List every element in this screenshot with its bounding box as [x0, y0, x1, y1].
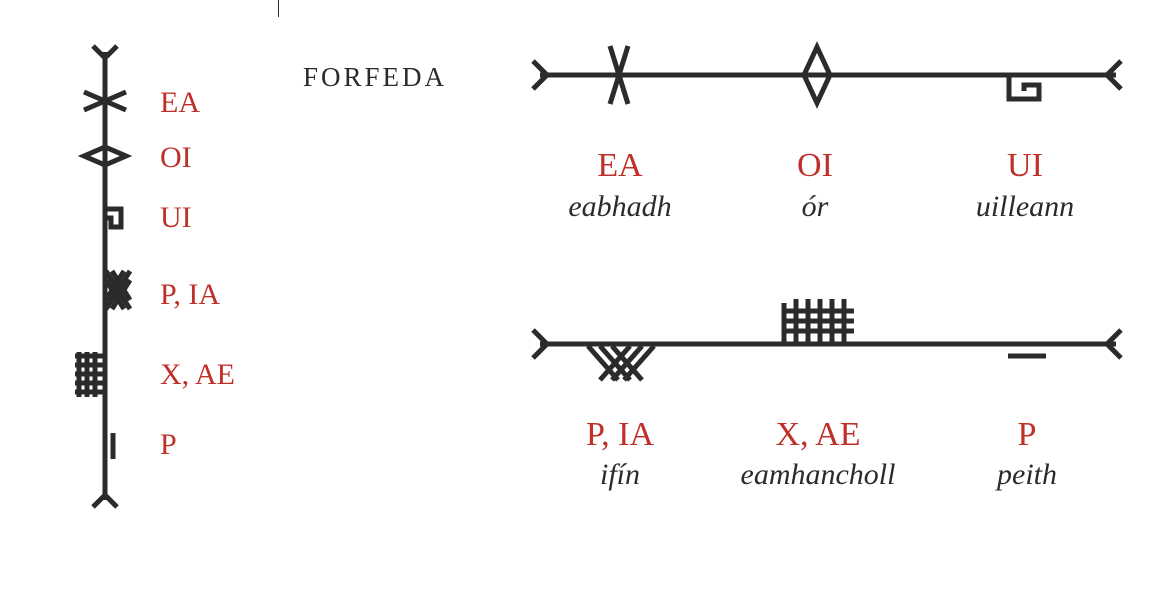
- vertical-glyph-oi-icon: [77, 144, 133, 168]
- vertical-label-p: P: [160, 428, 177, 461]
- stem-bottom-feather-icon: [91, 491, 119, 509]
- row2-glyph-x-ae-icon: [781, 299, 854, 342]
- vertical-label-p-ia: P, IA: [160, 278, 221, 311]
- vertical-label-oi: OI: [160, 141, 192, 174]
- row1-name-eabhadh: eabhadh: [568, 190, 672, 223]
- row2-name-peith: peith: [997, 458, 1057, 491]
- row1-letter-ea: EA: [597, 147, 643, 184]
- row2-glyph-p-ia-icon: [586, 344, 656, 382]
- vertical-glyph-ea-icon: [83, 89, 127, 113]
- row2-left-feather-icon: [531, 328, 551, 360]
- row1-glyph-oi-icon: [801, 41, 833, 109]
- top-divider-tick: [278, 0, 279, 17]
- row1-left-feather-icon: [531, 59, 551, 91]
- vertical-label-ui: UI: [160, 201, 192, 234]
- row1-letter-oi: OI: [797, 147, 833, 184]
- vertical-label-x-ae: X, AE: [160, 358, 235, 391]
- page-title: FORFEDA: [303, 62, 448, 92]
- row2-letter-x-ae: X, AE: [775, 416, 861, 453]
- vertical-glyph-p-ia-icon: [103, 269, 133, 311]
- row2-name-eamhancholl: eamhancholl: [740, 458, 896, 491]
- row2-right-feather-icon: [1103, 328, 1123, 360]
- row2-letter-p-ia: P, IA: [585, 416, 655, 453]
- row2-stemline: [531, 328, 1123, 360]
- vertical-glyph-x-ae-icon: [75, 352, 103, 397]
- vertical-stemline: [91, 44, 119, 509]
- row1-glyph-ui-icon: [1006, 75, 1042, 102]
- stem-top-feather-icon: [91, 44, 119, 62]
- row1-right-feather-icon: [1103, 59, 1123, 91]
- row1-letter-ui: UI: [1007, 147, 1043, 184]
- row1-name-or: ór: [801, 190, 829, 223]
- row1-name-uilleann: uilleann: [975, 190, 1075, 223]
- vertical-label-ea: EA: [160, 86, 200, 119]
- vertical-glyph-ui-icon: [105, 206, 124, 230]
- row2-letter-p: P: [1017, 416, 1037, 453]
- row1-glyph-ea-icon: [607, 45, 631, 105]
- row2-name-ifin: ifín: [599, 458, 641, 491]
